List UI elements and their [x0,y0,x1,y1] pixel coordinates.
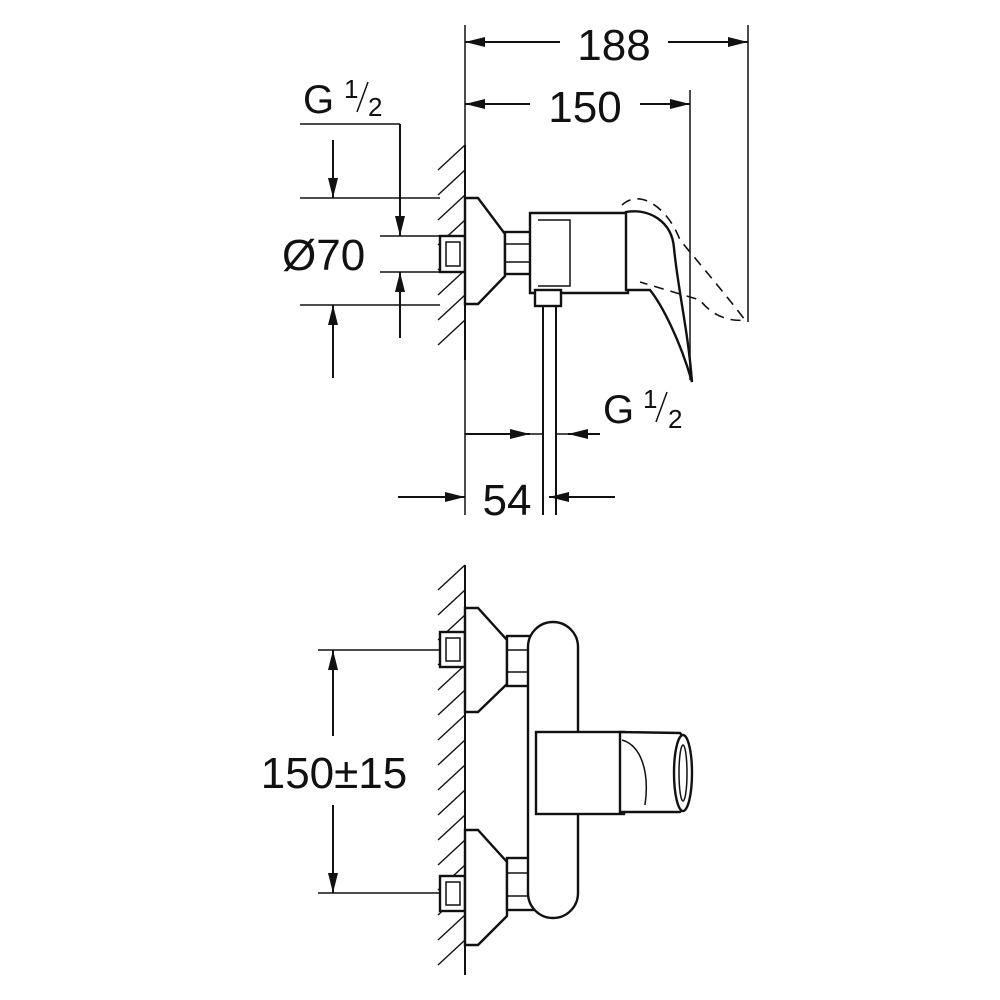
svg-text:2: 2 [368,92,382,122]
side-view: 188 150 G 1 2 Ø70 G 1 2 [282,21,749,525]
dim-body-length: 150 [548,83,621,132]
lower-flange [463,828,509,947]
outlet-nut [533,288,563,308]
mixer-body-side [528,211,630,295]
handle-end [672,733,694,813]
svg-text:2: 2 [668,404,682,434]
handle-open-position [621,198,747,322]
mixer-center-front [534,730,626,816]
svg-text:1: 1 [643,384,657,414]
svg-text:G: G [603,388,634,432]
dim-total-length: 188 [577,21,650,70]
thread-label-inlet: G 1 2 [303,74,382,122]
handle-side [624,210,694,383]
dim-inlet-offset: 54 [483,476,532,525]
upper-flange [463,606,509,714]
dim-inlet-spacing: 150±15 [261,749,408,798]
thread-label-outlet: G 1 2 [465,384,682,439]
svg-text:G: G [303,78,334,122]
flange-side [463,196,507,306]
dim-flange-diameter: Ø70 [282,231,365,280]
svg-text:1: 1 [344,74,358,104]
front-view: 150±15 [261,564,694,975]
wall-hatch-front [437,564,466,975]
